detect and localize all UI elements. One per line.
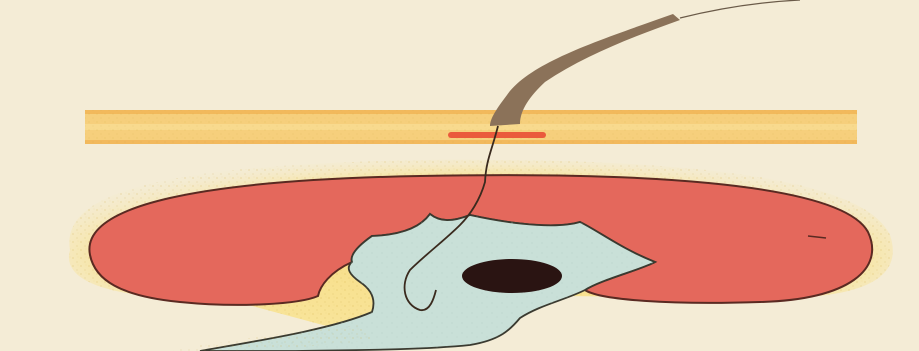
body-wall-speckle (85, 110, 857, 144)
stone-icon (462, 259, 562, 293)
